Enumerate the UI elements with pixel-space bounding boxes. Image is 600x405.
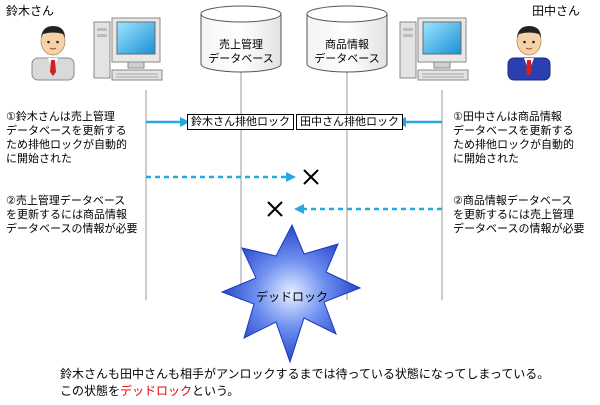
computer-right-icon bbox=[399, 17, 469, 81]
user-name-suzuki: 鈴木さん bbox=[6, 4, 55, 18]
step-left-2-text: ②売上管理データベース を更新するには商品情報 データベースの情報が必要 bbox=[6, 194, 138, 235]
summary-line-2-suffix: という。 bbox=[192, 384, 240, 398]
step-left-1-text: ①鈴木さんは売上管理 データベースを更新する ため排他ロックが自動的 に開始され… bbox=[6, 110, 127, 165]
deadlock-burst-icon bbox=[220, 223, 362, 364]
product-database-label: 商品情報 データベース bbox=[314, 38, 380, 65]
arrow-tanaka-request bbox=[294, 204, 442, 214]
step-right-1-text: ①田中さんは商品情報 データベースを更新する ため排他ロックが自動的 に開始され… bbox=[453, 110, 574, 165]
deadlock-label: デッドロック bbox=[256, 290, 329, 304]
person-suzuki-icon bbox=[31, 26, 75, 81]
sales-database-icon bbox=[200, 5, 282, 73]
summary-text: 鈴木さんも田中さんも相手がアンロックするまでは待っている状態になってしまっている… bbox=[60, 366, 549, 400]
computer-left-icon bbox=[93, 17, 163, 81]
blocked-cross-icon-2 bbox=[267, 201, 283, 217]
user-name-tanaka: 田中さん bbox=[532, 4, 581, 18]
summary-line-1: 鈴木さんも田中さんも相手がアンロックするまでは待っている状態になってしまっている… bbox=[60, 367, 550, 381]
summary-line-2: この状態をデッドロックという。 bbox=[60, 383, 549, 400]
product-database-icon bbox=[306, 5, 388, 73]
step-right-2-text: ②商品情報データベース を更新するには売上管理 データベースの情報が必要 bbox=[453, 194, 585, 235]
arrow-suzuki-lock bbox=[146, 117, 190, 127]
suzuki-lock-box: 鈴木さん排他ロック bbox=[187, 114, 294, 130]
arrow-suzuki-request bbox=[146, 172, 296, 182]
summary-line-2-prefix: この状態を bbox=[60, 384, 121, 398]
person-tanaka-icon bbox=[507, 26, 551, 81]
sales-database-label: 売上管理 データベース bbox=[208, 38, 274, 65]
summary-highlight: デッドロック bbox=[120, 384, 193, 398]
blocked-cross-icon-1 bbox=[303, 169, 319, 185]
tanaka-lock-box: 田中さん排他ロック bbox=[296, 114, 403, 130]
